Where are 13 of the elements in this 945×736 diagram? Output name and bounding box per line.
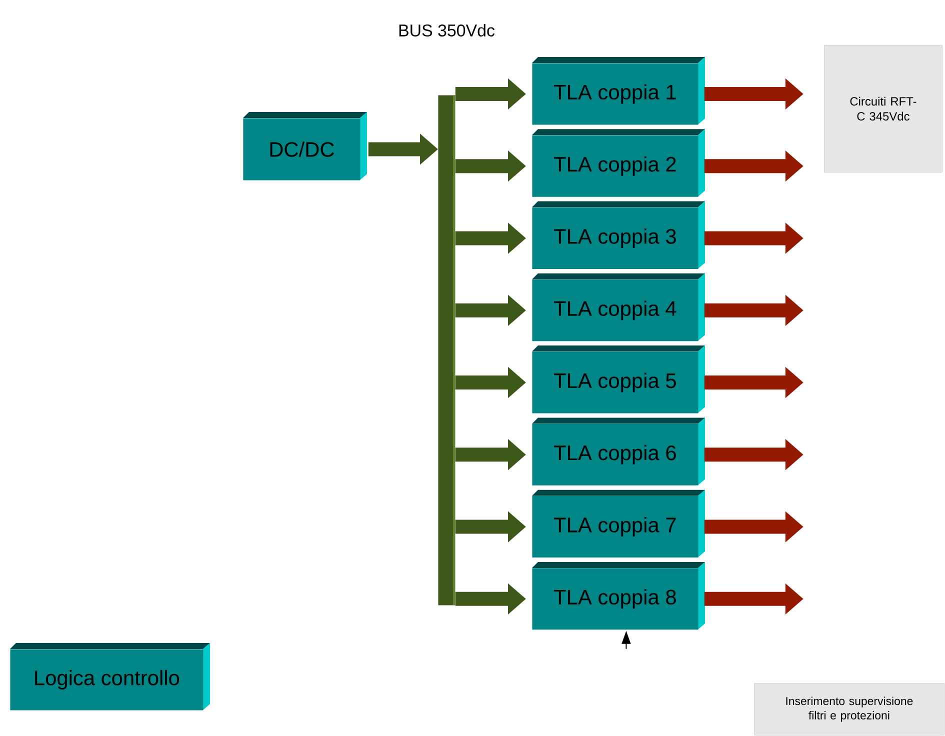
process-box: TLA coppia 6 xyxy=(532,418,705,486)
note-box: Inserimento supervisione filtri e protezioni xyxy=(754,683,944,736)
process-box: TLA coppia 1 xyxy=(532,57,705,125)
note-box: Circuiti RFT-C 345Vdc xyxy=(824,45,942,172)
bus-label: BUS 350Vdc xyxy=(399,24,494,36)
process-box: TLA coppia 4 xyxy=(532,273,705,342)
process-box: DC/DC xyxy=(243,112,367,180)
process-box: TLA coppia 7 xyxy=(532,490,705,558)
process-box: TLA coppia 5 xyxy=(532,346,705,414)
process-box: TLA coppia 8 xyxy=(532,562,705,630)
process-box: TLA coppia 3 xyxy=(532,201,705,269)
process-box: TLA coppia 2 xyxy=(532,129,705,197)
process-box: Logica controllo xyxy=(10,643,210,710)
